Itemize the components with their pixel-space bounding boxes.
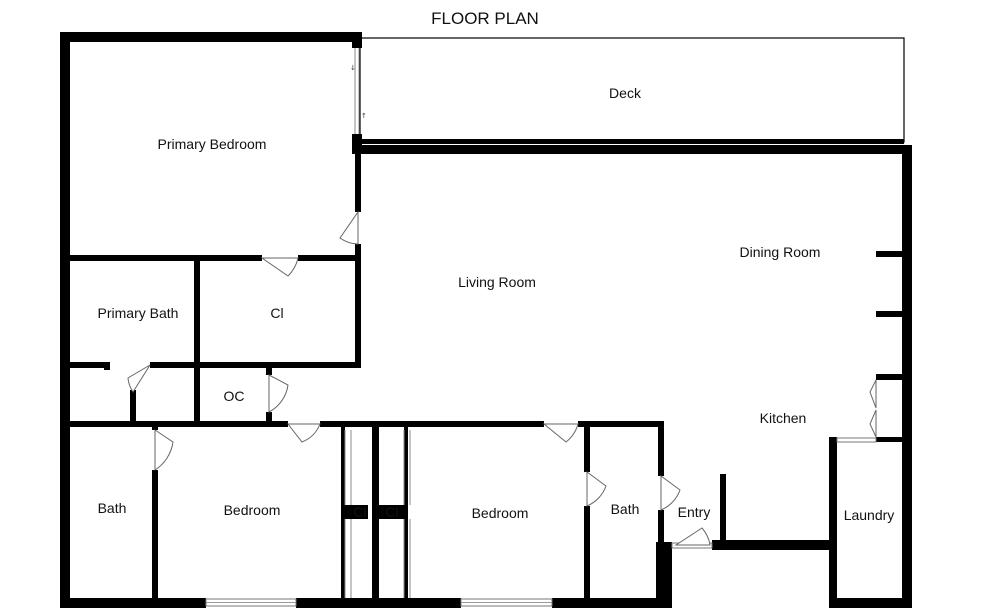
label-primary-bath: Primary Bath (98, 305, 179, 321)
label-laundry: Laundry (844, 507, 895, 523)
label-closet-primary: Cl (270, 305, 283, 321)
svg-text:↑: ↑ (361, 112, 367, 120)
windows (205, 437, 877, 607)
label-closet-left: Cl (353, 504, 366, 520)
label-oc: OC (224, 388, 245, 404)
label-kitchen: Kitchen (760, 410, 807, 426)
label-bedroom-left: Bedroom (224, 502, 281, 518)
svg-text:↓: ↓ (350, 64, 356, 72)
label-dining-room: Dining Room (740, 244, 821, 260)
label-primary-bedroom: Primary Bedroom (158, 136, 267, 152)
exterior-walls (60, 32, 912, 608)
label-entry: Entry (678, 504, 711, 520)
room-labels: Deck Primary Bedroom Dining Room Living … (98, 85, 895, 523)
deck (359, 37, 905, 144)
swing-doors (127, 210, 877, 546)
label-closet-right: Cl (385, 504, 398, 520)
plan-title: FLOOR PLAN (431, 9, 539, 28)
label-bath-left: Bath (98, 500, 127, 516)
interior-walls (64, 150, 904, 608)
sliding-doors: ↓ ↑ (344, 48, 411, 598)
label-bedroom-right: Bedroom (472, 505, 529, 521)
label-deck: Deck (609, 85, 642, 101)
label-living-room: Living Room (458, 274, 536, 290)
label-bath-right: Bath (611, 501, 640, 517)
